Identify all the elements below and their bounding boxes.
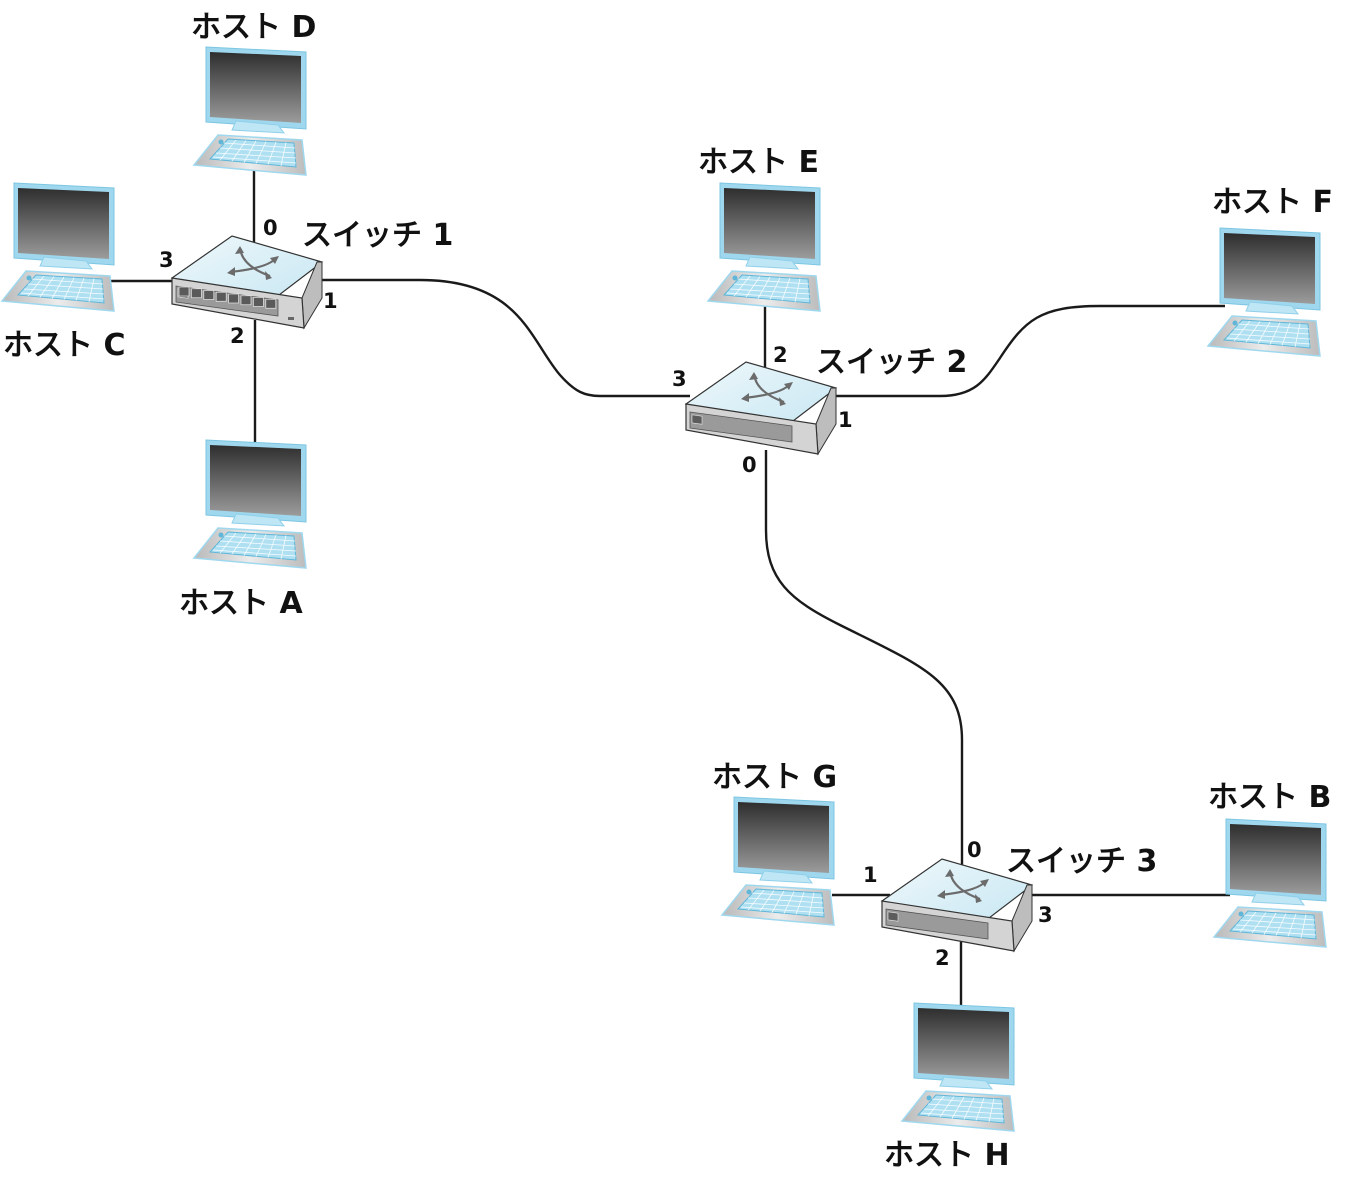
switch-icon [684,360,838,456]
switch-1[interactable]: スイッチ 1 0 1 2 3 [159,216,453,348]
switch-3[interactable]: スイッチ 3 0 1 2 3 [863,838,1157,970]
port-label-0: 0 [742,453,757,477]
rj45-port [228,293,239,304]
port-label-3: 3 [159,248,174,272]
computer-icon [1213,818,1327,948]
status-led [288,317,294,320]
computer-icon [721,796,835,926]
host-G[interactable]: ホスト G [712,760,837,926]
host-label: ホスト B [1208,780,1331,815]
host-A[interactable]: ホスト A [179,439,307,621]
host-D[interactable]: ホスト D [191,10,316,176]
port-label-1: 1 [863,863,878,887]
switch-icon [170,234,324,330]
computer-icon [193,46,307,176]
port-label-3: 3 [1038,903,1053,927]
host-B[interactable]: ホスト B [1208,780,1331,948]
computer-icon [1207,227,1321,357]
host-C[interactable]: ホスト C [1,182,125,363]
switch-2[interactable]: スイッチ 2 0 1 2 3 [672,343,967,477]
host-label: ホスト H [884,1138,1010,1173]
link-sw2-sw3 [764,450,964,870]
port-label-1: 1 [323,289,338,313]
host-label: ホスト A [179,586,303,621]
host-label: ホスト E [698,145,819,180]
host-label: ホスト G [712,760,837,795]
port-label-0: 0 [967,838,982,862]
link-sw1-sw2 [318,278,690,398]
host-H[interactable]: ホスト H [884,1002,1015,1173]
rj45-port [191,288,202,299]
host-label: ホスト C [3,328,125,363]
switch-label: スイッチ 1 [302,218,453,253]
link-sw2-hostF [836,304,1225,398]
port-label-2: 2 [230,324,245,348]
port-label-3: 3 [672,367,687,391]
computer-icon [1,182,115,312]
port-label-1: 1 [838,408,853,432]
rj45-port [178,286,190,297]
host-E[interactable]: ホスト E [698,145,821,312]
port-label-2: 2 [935,946,950,970]
rj45-port [215,291,227,302]
port-label-2: 2 [773,343,788,367]
switch-label: スイッチ 2 [816,345,967,380]
rj45-port [253,297,264,307]
rj45-port [265,298,277,309]
computer-icon [901,1002,1015,1132]
port-label-0: 0 [263,216,278,240]
computer-icon [193,439,307,569]
links [108,162,1230,1005]
computer-icon [707,182,821,312]
host-label: ホスト D [191,10,316,45]
host-label: ホスト F [1212,185,1333,220]
rj45-port [203,290,215,300]
host-F[interactable]: ホスト F [1207,185,1333,357]
switch-label: スイッチ 3 [1006,844,1157,879]
rj45-port [240,295,252,306]
